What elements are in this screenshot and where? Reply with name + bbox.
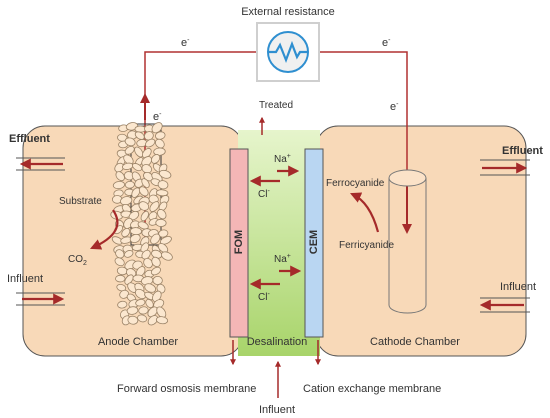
flow-pipes xyxy=(16,157,530,313)
biofilm-cell xyxy=(127,315,139,325)
treated-label: Treated xyxy=(259,100,293,111)
ferri-to-ferro-arrow xyxy=(349,192,380,233)
biofilm-cell xyxy=(138,306,149,315)
fom-membrane xyxy=(229,148,249,338)
biofilm-cell xyxy=(116,283,127,292)
biofilm-cell xyxy=(151,122,163,134)
biofilm-cell xyxy=(137,314,148,323)
biofilm-cell xyxy=(149,201,160,212)
biofilm-cell xyxy=(144,283,157,293)
biofilm-cell xyxy=(158,169,172,179)
substrate-label: Substrate xyxy=(59,196,102,207)
na-label-1: Na+ xyxy=(274,153,291,165)
biofilm-cell xyxy=(124,137,136,147)
biofilm-cell xyxy=(115,249,125,259)
substrate-to-co2-arrow xyxy=(89,209,119,250)
effluent-right-label: Effluent xyxy=(502,145,543,157)
biofilm-cell xyxy=(157,243,169,253)
biofilm-cell xyxy=(151,256,161,268)
na-label-2: Na+ xyxy=(274,253,291,265)
biofilm-cell xyxy=(154,131,166,140)
fom-label: FOM xyxy=(233,230,245,254)
forward-osmosis-label: Forward osmosis membrane xyxy=(117,383,256,395)
biofilm-cells xyxy=(110,122,173,326)
electron-label-4: e- xyxy=(390,101,399,113)
biofilm-cell xyxy=(123,154,134,165)
biofilm-cell xyxy=(124,274,134,285)
biofilm-cell xyxy=(155,189,169,197)
electron-label-1: e- xyxy=(181,37,190,49)
biofilm-cell xyxy=(155,316,169,325)
biofilm-cell xyxy=(132,163,143,172)
biofilm-cell xyxy=(126,306,139,315)
biofilm-cell xyxy=(152,275,163,286)
biofilm-cell xyxy=(157,209,167,220)
ferricyanide-label: Ferricyanide xyxy=(339,240,394,251)
electron-label-3: e- xyxy=(153,111,162,123)
biofilm-cell xyxy=(147,306,158,318)
biofilm-cell xyxy=(135,299,146,307)
biofilm-cell xyxy=(147,315,159,326)
biofilm-cell xyxy=(138,186,149,197)
biofilm-cell xyxy=(155,218,167,227)
influent-right-label: Influent xyxy=(500,281,536,293)
cathode-electrode xyxy=(388,169,427,314)
biofilm-cell xyxy=(157,180,169,190)
biofilm-cell xyxy=(114,257,125,267)
biofilm-cell xyxy=(160,251,173,261)
effluent-left-label: Effluent xyxy=(9,133,50,145)
biofilm-cell xyxy=(141,156,153,167)
influent-bottom-label: Influent xyxy=(259,404,295,416)
biofilm-cell xyxy=(134,146,144,158)
external-resistance-label: External resistance xyxy=(241,6,335,18)
biofilm-cell xyxy=(112,181,126,190)
cl-label-1: Cl- xyxy=(258,188,270,200)
biofilm-cell xyxy=(114,162,125,173)
biofilm-cell xyxy=(141,249,151,260)
biofilm-cell xyxy=(121,228,131,238)
desalination-label: Desalination xyxy=(247,336,308,348)
biofilm-cell xyxy=(153,147,166,156)
cem-membrane xyxy=(304,148,324,338)
ferrocyanide-label: Ferrocyanide xyxy=(326,178,385,189)
biofilm-cell xyxy=(151,154,161,164)
biofilm-cell xyxy=(150,233,161,245)
biofilm-cell xyxy=(129,227,143,236)
external-resistor xyxy=(256,22,320,82)
cathode-chamber-label: Cathode Chamber xyxy=(370,336,460,348)
biofilm-cell xyxy=(123,250,134,258)
biofilm-cell xyxy=(154,138,165,149)
cem-label: CEM xyxy=(308,230,320,254)
biofilm-cell xyxy=(115,171,125,182)
biofilm-cell xyxy=(134,131,145,140)
biofilm-cell xyxy=(145,138,156,148)
biofilm-cell xyxy=(141,178,150,188)
cation-exchange-label: Cation exchange membrane xyxy=(303,383,441,395)
biofilm-cell xyxy=(150,266,161,276)
anode-chamber-label: Anode Chamber xyxy=(98,336,178,348)
biofilm-cell xyxy=(134,288,147,300)
biofilm-cell xyxy=(119,289,130,299)
biofilm-cell xyxy=(129,233,141,243)
biofilm-cell xyxy=(117,300,128,309)
influent-left-label: Influent xyxy=(7,273,43,285)
cl-label-2: Cl- xyxy=(258,291,270,303)
biofilm-cell xyxy=(137,221,149,230)
biofilm-cell xyxy=(142,148,152,159)
biofilm-cell xyxy=(140,210,149,222)
biofilm-cell xyxy=(124,180,135,189)
biofilm-cell xyxy=(152,290,162,303)
biofilm-cell xyxy=(124,145,135,155)
co2-label: CO2 xyxy=(68,254,87,267)
biofilm-cell xyxy=(138,201,150,211)
biofilm-cell xyxy=(115,274,126,283)
biofilm-cell xyxy=(131,187,141,198)
flow-arrows xyxy=(19,116,528,398)
electron-label-2: e- xyxy=(382,37,391,49)
biofilm-cell xyxy=(159,236,172,245)
